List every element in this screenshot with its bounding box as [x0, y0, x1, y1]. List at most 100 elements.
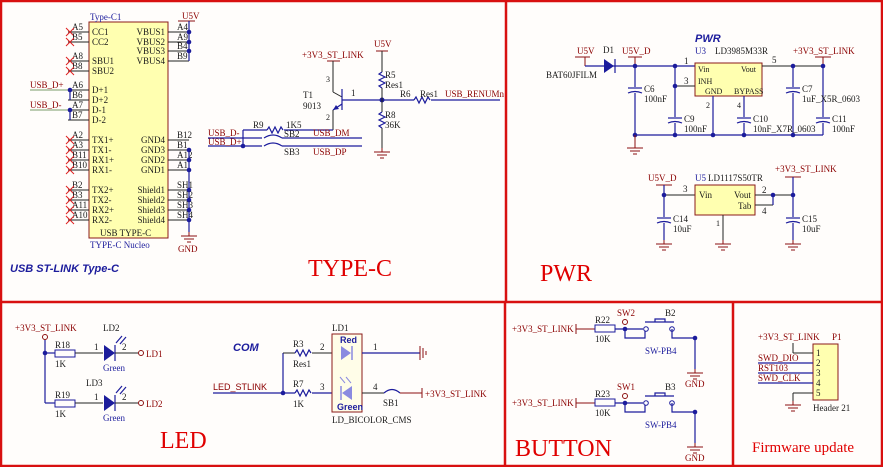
u3-pin3: 3: [684, 76, 689, 86]
u5-designator: U5: [695, 173, 706, 183]
u3-body: [694, 62, 763, 97]
supply-label: +3V3_ST_LINK: [15, 323, 77, 333]
r3-value: Res1: [293, 359, 311, 369]
pin-name: RX1-: [92, 165, 112, 175]
pin-name: GND2: [141, 155, 165, 165]
pin-number: A11: [72, 200, 87, 210]
no-connect-icon: [65, 66, 75, 76]
u5v-port: U5V: [374, 39, 392, 49]
pin-name: Shield4: [137, 215, 165, 225]
push-button-icon[interactable]: [645, 318, 674, 323]
pin-number: A6: [72, 80, 83, 90]
r9-value: 1K5: [286, 120, 302, 130]
header-pin-number: 3: [816, 368, 821, 378]
net-swd-dio: SWD_DIO: [758, 353, 799, 363]
r7-value: 1K: [293, 399, 305, 409]
connector-body: [88, 21, 169, 239]
pin-name: GND4: [141, 135, 165, 145]
u3-part: LD3985M33R: [715, 46, 768, 56]
u5-part: LD1117S50TR: [708, 173, 763, 183]
c6-designator: C6: [644, 84, 655, 94]
c10-value: 10nF_X7R_0603: [753, 124, 816, 134]
c14-value: 10uF: [673, 224, 692, 234]
c11-designator: C11: [832, 114, 847, 124]
pin-name: CC2: [92, 37, 109, 47]
u3-bypass: BYPASS: [734, 87, 764, 96]
section-title-button: BUTTON: [515, 436, 612, 462]
r19-value: 1K: [55, 409, 67, 419]
ld1-designator: LD1: [332, 323, 349, 333]
c9-value: 100nF: [684, 124, 707, 134]
header-pin-number: 4: [816, 378, 821, 388]
u5-vout: Vout: [734, 190, 751, 200]
c15-value: 10uF: [802, 224, 821, 234]
pin-number: B4: [177, 41, 188, 51]
c7-designator: C7: [802, 84, 813, 94]
supply-label-2: +3V3_ST_LINK: [425, 389, 487, 399]
pin-name: VBUS1: [136, 27, 165, 37]
sb1-label: SB1: [383, 398, 399, 408]
pwr-section: PWR U5V D1 BAT60JFILM U5V_D U3 LD3985M33…: [546, 33, 861, 251]
pin-number: SH4: [177, 210, 194, 220]
u5-pin1: 1: [716, 219, 720, 228]
pin-number: B3: [72, 190, 83, 200]
no-connect-icon: [65, 185, 75, 195]
pin-name: GND1: [141, 165, 165, 175]
push-button-icon[interactable]: [645, 392, 674, 397]
typec-caption: USB ST-LINK Type-C: [10, 263, 120, 275]
u5-body: [694, 184, 756, 216]
pin-name: D+2: [92, 95, 108, 105]
t1-designator: T1: [303, 90, 313, 100]
u3-inh: INH: [698, 77, 712, 86]
pin-name: Shield2: [137, 195, 165, 205]
pin-name: RX2+: [92, 205, 114, 215]
r9-designator: R9: [253, 120, 264, 130]
no-connect-icon: [65, 27, 75, 37]
ld3-pin2: 2: [122, 392, 127, 402]
r8-designator: R8: [385, 110, 396, 120]
section-title-firmware: Firmware update: [752, 440, 854, 456]
ld3-pin1: 1: [94, 392, 99, 402]
pin-number: A10: [72, 210, 88, 220]
button-designator: B3: [665, 382, 676, 392]
no-connect-icon: [65, 145, 75, 155]
pin-name: TX1+: [92, 135, 114, 145]
no-connect-icon: [65, 155, 75, 165]
pin-number: A8: [72, 51, 83, 61]
pin-number: A4: [177, 22, 188, 32]
r5-value: Res1: [385, 80, 403, 90]
u3-vin: Vin: [698, 65, 710, 74]
u3-pin1: 1: [684, 56, 689, 66]
c9-designator: C9: [684, 114, 695, 124]
net-usb-dm-2: USB_D-: [208, 128, 240, 138]
net-swd-clk: SWD_CLK: [758, 373, 801, 383]
pin-name: SBU1: [92, 56, 114, 66]
pin-number: A1: [177, 160, 188, 170]
u5-pin3: 3: [683, 184, 688, 194]
c15-designator: C15: [802, 214, 818, 224]
pin-name: CC1: [92, 27, 109, 37]
ld1-pin2: 2: [320, 342, 325, 352]
pin-name: TX2+: [92, 185, 114, 195]
power-port-u5v: U5V: [182, 11, 200, 21]
net-usb-dp-2: USB_D+: [208, 137, 242, 147]
u3-vout: Vout: [741, 65, 757, 74]
pin-number: SH1: [177, 180, 193, 190]
supply-label: +3V3_ST_LINK: [302, 50, 364, 60]
pin-name: D-1: [92, 105, 106, 115]
test-point-icon: [622, 393, 628, 399]
pin-name: RX1+: [92, 155, 114, 165]
emitter-pin: 2: [326, 113, 330, 122]
no-connect-icon: [65, 37, 75, 47]
resistor-designator: R22: [595, 315, 610, 325]
pwr-heading: PWR: [695, 33, 721, 45]
ground-label: GND: [178, 244, 198, 254]
ld1-pin3: 3: [320, 382, 325, 392]
pin-number: B6: [72, 90, 83, 100]
com-heading: COM: [233, 342, 260, 354]
connector-part: USB TYPE-C: [100, 228, 151, 238]
r6-designator: R6: [400, 89, 411, 99]
ld3-color: Green: [103, 413, 125, 423]
u3-gnd: GND: [705, 87, 723, 96]
